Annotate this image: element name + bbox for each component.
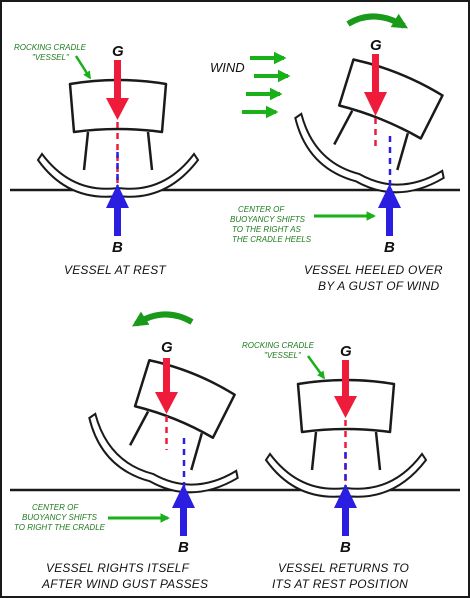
g-label: G <box>112 43 124 60</box>
g-label: G <box>161 339 173 356</box>
gravity-arrow-head <box>106 98 129 120</box>
caption-line-2: AFTER WIND GUST PASSES <box>41 577 208 591</box>
g-label: G <box>340 343 352 360</box>
callout-line-2: "VESSEL" <box>264 351 302 360</box>
callout-line-1: ROCKING CRADLE <box>242 341 315 350</box>
cradle-rocker <box>294 112 445 194</box>
cradle-rocker <box>88 412 239 494</box>
callout-line-3: TO RIGHT THE CRADLE <box>14 523 106 532</box>
panel-returned: G B ROCKING CRADLE "VESSEL" VESSEL RETUR… <box>242 341 428 591</box>
cradle-rocker <box>36 152 200 198</box>
b-label: B <box>384 239 395 256</box>
cradle-body <box>337 58 444 140</box>
callout-line-4: THE CRADLE HEELS <box>232 235 312 244</box>
cradle-legs <box>128 410 204 471</box>
callout-line-2: BUOYANCY SHIFTS <box>22 513 98 522</box>
cradle-legs <box>310 431 382 471</box>
cradle-body <box>133 359 236 439</box>
callout-line-1: CENTER OF <box>32 503 79 512</box>
buoyancy-arrow-head <box>172 484 195 508</box>
buoyancy-arrow-shaft <box>114 206 121 236</box>
cradle-legs <box>82 131 154 171</box>
callout-arrow <box>74 55 92 80</box>
b-label: B <box>340 539 351 556</box>
cradle-legs <box>333 110 410 171</box>
caption-line-2: BY A GUST OF WIND <box>318 279 440 293</box>
caption-line-2: ITS AT REST POSITION <box>272 577 408 591</box>
callout-line-2: BUOYANCY SHIFTS <box>230 215 306 224</box>
gravity-arrow-head <box>334 396 357 418</box>
caption-line-1: VESSEL AT REST <box>64 263 167 277</box>
callout-arrow <box>306 355 326 380</box>
callout-line-1: CENTER OF <box>238 205 285 214</box>
b-label: B <box>112 239 123 256</box>
caption-line-1: VESSEL RETURNS TO <box>278 561 409 575</box>
buoyancy-arrow-shaft <box>180 506 187 536</box>
wind-arrows <box>242 51 291 119</box>
cradle-rocker <box>264 452 428 498</box>
callout-line-3: TO THE RIGHT AS <box>232 225 302 234</box>
callout-line-1: ROCKING CRADLE <box>14 43 87 52</box>
g-label: G <box>370 37 382 54</box>
gravity-arrow-head <box>155 392 178 414</box>
caption-line-1: VESSEL HEELED OVER <box>304 263 443 277</box>
panel-heeled: G B WIND CENTER OF BUOYANCY SHIFTS TO TH… <box>210 13 445 293</box>
panel-righting: G B CENTER OF BUOYANCY SHIFTS TO RIGHT T… <box>14 311 239 591</box>
gravity-arrow-shaft <box>342 360 349 398</box>
rotation-arrow <box>346 13 409 29</box>
rotation-arrow <box>132 311 194 327</box>
caption-line-1: VESSEL RIGHTS ITSELF <box>46 561 190 575</box>
callout-line-2: "VESSEL" <box>32 53 70 62</box>
gravity-arrow-head <box>364 92 387 116</box>
b-label: B <box>178 539 189 556</box>
gravity-arrow-shaft <box>114 60 121 100</box>
buoyancy-arrow-shaft <box>386 206 393 236</box>
buoyancy-arrow-head <box>334 484 357 508</box>
wind-label: WIND <box>210 60 245 75</box>
buoyancy-arrow-head <box>378 184 401 208</box>
panel-rest: G B ROCKING CRADLE "VESSEL" VESSEL AT RE… <box>14 43 200 277</box>
gravity-arrow-shaft <box>163 358 170 394</box>
buoyancy-arrow-shaft <box>342 506 349 536</box>
gravity-arrow-shaft <box>372 54 379 94</box>
buoyancy-arrow-head <box>106 184 129 208</box>
